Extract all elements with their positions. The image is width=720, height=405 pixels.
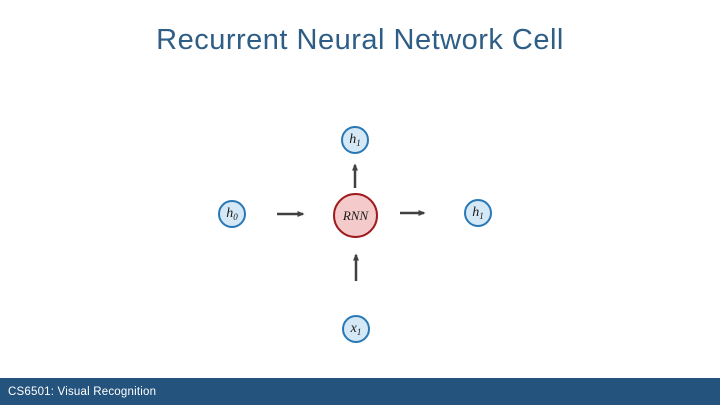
node-h1-right-label: h1 (472, 205, 484, 221)
node-h1-top: h1 (341, 126, 369, 154)
node-h1-right: h1 (464, 199, 492, 227)
node-h0-left: h0 (218, 200, 246, 228)
node-rnn-cell: RNN (333, 193, 378, 238)
node-rnn-cell-label: RNN (342, 207, 369, 223)
slide-title: Recurrent Neural Network Cell (156, 24, 564, 56)
node-h1-top-label: h1 (349, 132, 361, 148)
footer-course-label: CS6501: Visual Recognition (8, 385, 157, 398)
footer-bar: CS6501: Visual Recognition (0, 378, 720, 405)
node-h0-left-label: h0 (226, 206, 238, 222)
node-x1-bottom: x1 (342, 315, 370, 343)
node-x1-bottom-label: x1 (350, 321, 362, 337)
